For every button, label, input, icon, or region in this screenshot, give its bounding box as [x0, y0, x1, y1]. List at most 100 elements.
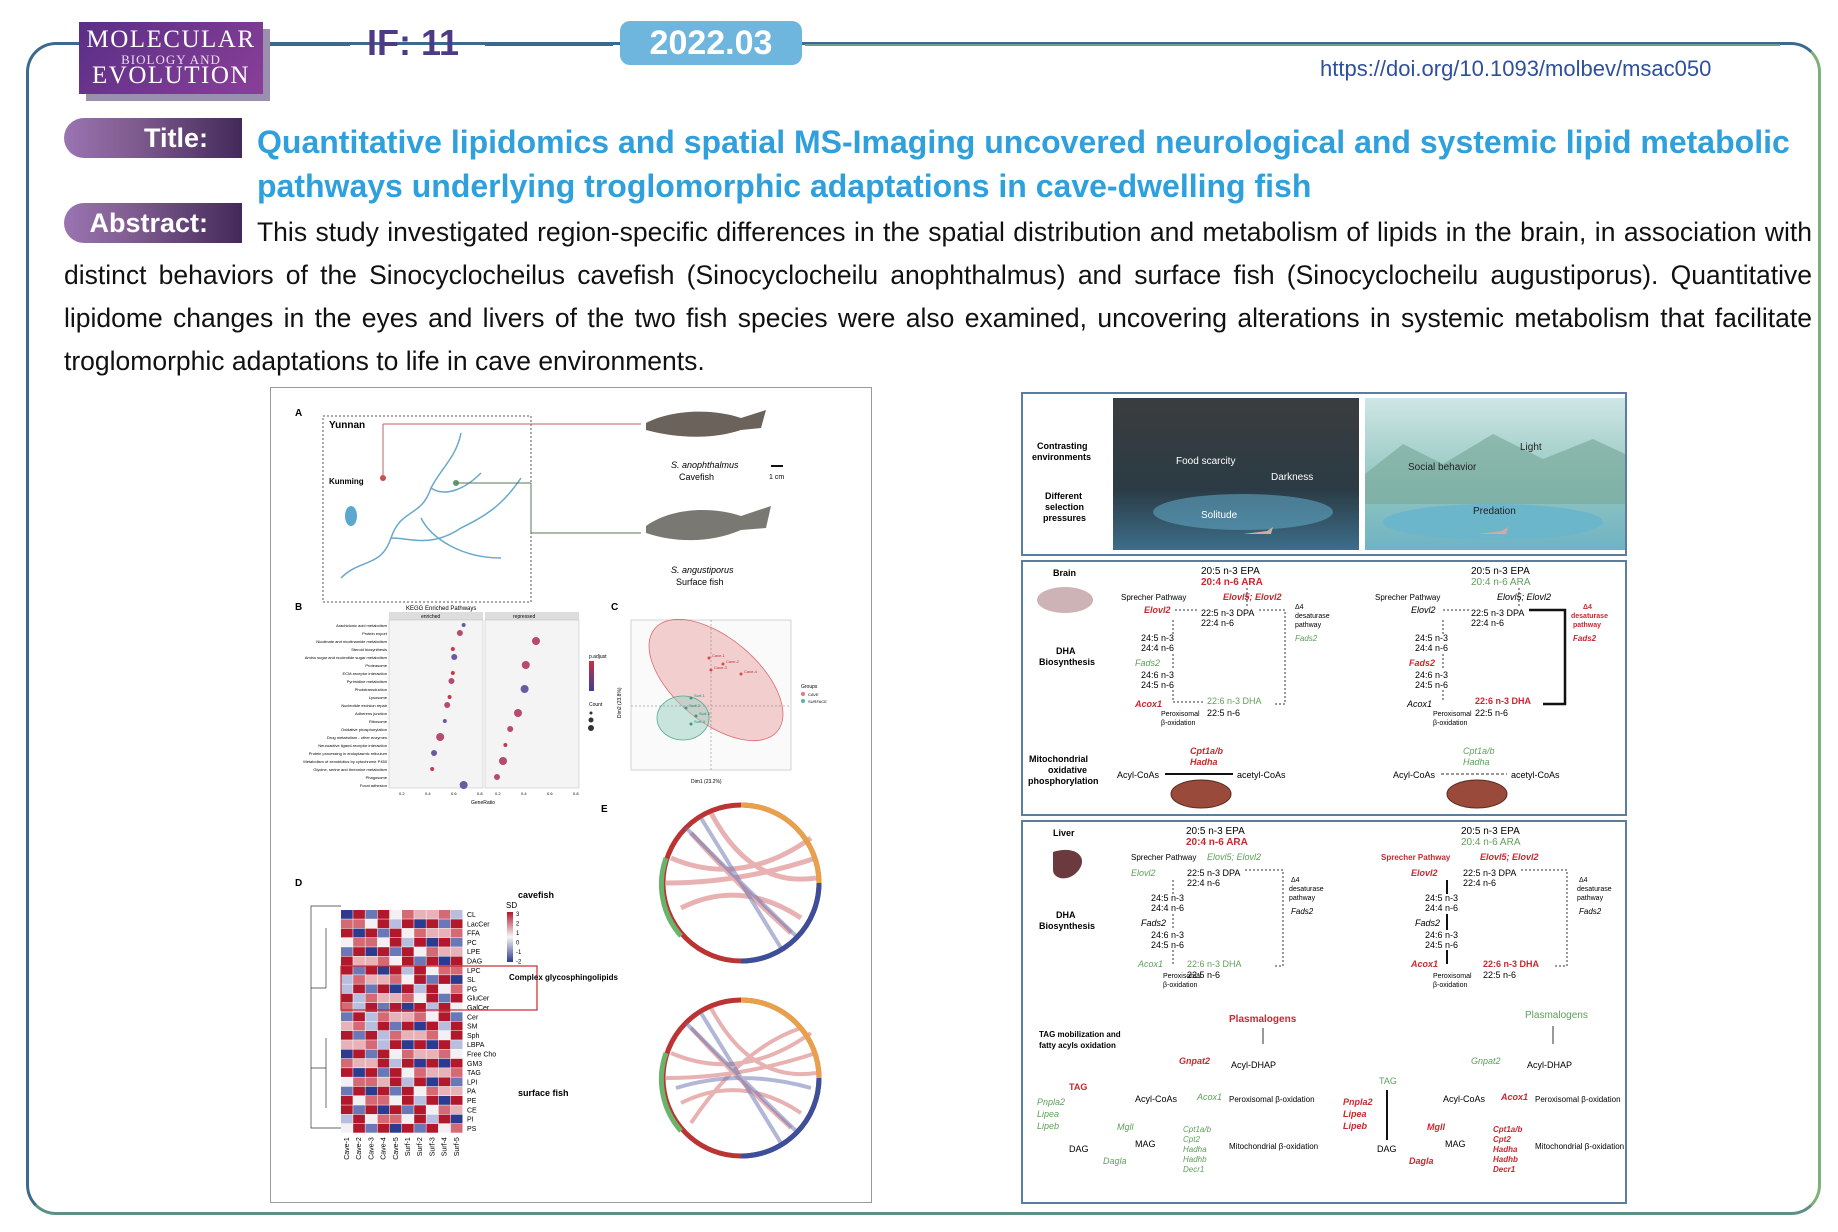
heatmap-cell	[402, 1040, 414, 1049]
pca-legend-title: Groups	[801, 684, 818, 690]
heatmap-cell	[438, 1096, 451, 1105]
pca-point	[694, 714, 698, 718]
heatmap-cell	[438, 1077, 451, 1087]
svg-text:Elovl2: Elovl2	[1131, 868, 1156, 878]
fish1-type: Cavefish	[679, 472, 714, 482]
svg-text:Biosynthesis: Biosynthesis	[1039, 921, 1095, 931]
heatmap-cell	[450, 937, 463, 947]
svg-text:Lipeb: Lipeb	[1037, 1121, 1059, 1131]
heatmap-cell	[402, 1030, 414, 1040]
heatmap-cell	[414, 1040, 426, 1049]
heatmap-cell	[389, 1003, 402, 1012]
kegg-dot	[507, 726, 514, 732]
brain-cave-perox: Peroxisomal	[1161, 711, 1200, 718]
heatmap-cell	[353, 993, 365, 1003]
heatmap-cell	[402, 1068, 414, 1077]
heatmap-column-label: Cave-4	[381, 1137, 388, 1160]
heatmap-row-label: PG	[467, 986, 477, 993]
brain-cave-d4: Δ4	[1295, 604, 1304, 611]
heatmap-cell	[402, 919, 414, 929]
heatmap-cell	[426, 956, 439, 966]
pca-ylabel: Dim2 (23.8%)	[617, 687, 623, 718]
svg-text:Elovl2: Elovl2	[1411, 868, 1438, 878]
brain-icon	[1037, 587, 1093, 613]
svg-text:24:4 n-6: 24:4 n-6	[1141, 643, 1174, 653]
heatmap-cell	[353, 1040, 365, 1049]
heatmap-cell	[426, 1096, 439, 1105]
heatmap-row-label: PC	[467, 940, 477, 947]
liver-surface-mito: Mitochondrial β-oxidation	[1535, 1142, 1624, 1151]
heatmap-cell	[414, 1086, 426, 1096]
heatmap-cell	[341, 1003, 353, 1012]
heatmap-cell	[341, 1077, 353, 1087]
heatmap-cell	[450, 1068, 463, 1077]
heatmap-cell	[365, 937, 378, 947]
kegg-pathway-label: Ribosome	[369, 719, 388, 724]
kegg-pathway-label: Protein export	[362, 631, 388, 636]
svg-text:acetyl-CoAs: acetyl-CoAs	[1511, 770, 1560, 780]
heatmap-cell	[402, 1003, 414, 1012]
svg-text:24:5 n-3: 24:5 n-3	[1141, 633, 1174, 643]
svg-text:22:4 n-6: 22:4 n-6	[1463, 878, 1496, 888]
heatmap-cell	[377, 984, 390, 994]
heatmap-row-label: GluCer	[467, 996, 490, 1003]
heatmap-cell	[414, 1096, 426, 1105]
pca-point-label: Surf-2	[689, 703, 701, 708]
svg-text:Acyl-CoAs: Acyl-CoAs	[1135, 1094, 1178, 1104]
svg-text:DAG: DAG	[1069, 1144, 1089, 1154]
heatmap-cell	[402, 1012, 414, 1022]
pca-point	[689, 722, 693, 726]
svg-text:Acox1: Acox1	[1406, 699, 1432, 709]
heatmap-cell	[389, 965, 402, 975]
svg-text:24:5 n-6: 24:5 n-6	[1425, 940, 1458, 950]
pca-legend-surface: SURFACE	[808, 699, 827, 704]
kegg-pathway-label: ECM-receptor interaction	[343, 671, 387, 676]
svg-text:Fads2: Fads2	[1415, 918, 1440, 928]
svg-text:24:5 n-6: 24:5 n-6	[1141, 680, 1174, 690]
heatmap-cell	[426, 975, 439, 984]
heatmap-row-label: LPE	[467, 949, 481, 956]
heatmap-cell	[389, 1105, 402, 1115]
kegg-pathway-label: Phagosome	[366, 775, 388, 780]
heatmap-cell	[341, 1058, 353, 1068]
heatmap-row-label: PS	[467, 1126, 477, 1133]
heatmap-cell	[353, 1123, 365, 1133]
svg-text:Elovl5; Elovl2: Elovl5; Elovl2	[1223, 592, 1282, 602]
heatmap-cell	[341, 1086, 353, 1096]
cave-label-food: Food scarcity	[1176, 456, 1235, 467]
pca-point-label: Cave-1	[712, 653, 726, 658]
heatmap-cell	[341, 993, 353, 1003]
heatmap-cell	[438, 1012, 451, 1022]
svg-text:β-oxidation: β-oxidation	[1163, 982, 1197, 989]
svg-text:Pnpla2: Pnpla2	[1037, 1097, 1065, 1107]
heatmap-cell	[353, 1086, 365, 1096]
panel-d-label: D	[295, 878, 302, 889]
svg-text:Cpt1a/b: Cpt1a/b	[1183, 1125, 1212, 1134]
heatmap-cell	[426, 1012, 439, 1022]
svg-text:Cpt1a/b: Cpt1a/b	[1463, 746, 1495, 756]
svg-text:Acyl-CoAs: Acyl-CoAs	[1117, 770, 1160, 780]
heatmap-cell	[377, 1021, 390, 1031]
doi-link[interactable]: https://doi.org/10.1093/molbev/msac050	[1320, 56, 1712, 81]
liver-surface-dha: 20:5 n-3 EPA 20:4 n-6 ARA Sprecher Pathw…	[1381, 826, 1612, 989]
svg-text:Acox1: Acox1	[1410, 959, 1438, 969]
heatmap-cell	[414, 984, 426, 994]
svg-text:Hadha: Hadha	[1183, 1145, 1207, 1154]
kegg-dot	[494, 774, 500, 780]
svg-text:Sprecher Pathway: Sprecher Pathway	[1121, 593, 1186, 602]
heatmap-cell	[426, 1068, 439, 1077]
heatmap-cell	[426, 993, 439, 1003]
publish-date-badge: 2022.03	[620, 21, 802, 65]
heatmap-cell	[402, 928, 414, 938]
svg-text:DHA: DHA	[1056, 910, 1076, 920]
svg-text:β-oxidation: β-oxidation	[1433, 982, 1467, 989]
heatmap-row-label: Free Cho	[467, 1052, 496, 1059]
heatmap-cell	[438, 1114, 451, 1124]
kegg-pathway-label: Drug metabolism - other enzymes	[327, 735, 387, 740]
kegg-dot	[499, 757, 507, 765]
pca-ellipse-surface	[656, 695, 710, 741]
heatmap-row-label: SM	[467, 1024, 478, 1031]
heatmap-cell	[365, 965, 378, 975]
heatmap-cell	[377, 993, 390, 1003]
